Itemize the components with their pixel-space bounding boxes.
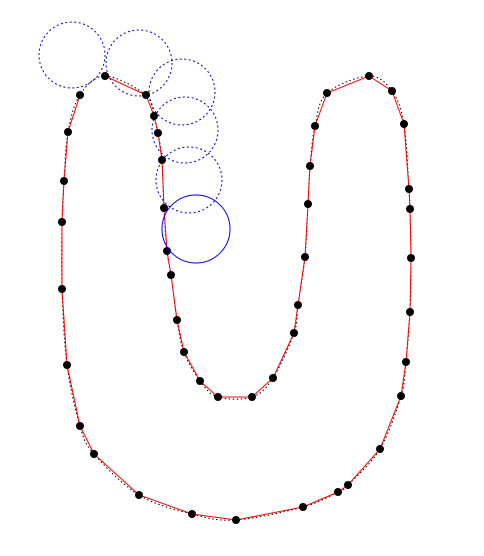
vertex-point xyxy=(388,87,396,95)
vertex-point xyxy=(407,254,415,262)
vertex-point xyxy=(376,445,384,453)
trail-circle xyxy=(155,146,223,214)
red-polyline xyxy=(61,75,412,521)
vertex-point xyxy=(167,271,175,279)
vertex-point xyxy=(344,481,352,489)
trail-circle xyxy=(151,96,219,164)
vertex-point xyxy=(248,393,256,401)
vertex-point xyxy=(334,488,342,496)
vertex-point xyxy=(406,308,414,316)
vertex-point xyxy=(173,316,181,324)
vertex-points xyxy=(58,72,415,524)
vertex-point xyxy=(294,301,302,309)
vertex-point xyxy=(63,361,71,369)
trail-circles xyxy=(38,21,223,214)
vertex-point xyxy=(64,128,72,136)
vertex-point xyxy=(299,503,307,511)
vertex-point xyxy=(365,72,373,80)
vertex-point xyxy=(58,218,66,226)
vertex-point xyxy=(150,112,158,120)
trail-circle xyxy=(148,58,216,126)
vertex-point xyxy=(188,510,196,518)
vertex-point xyxy=(76,422,84,430)
vertex-point xyxy=(58,285,66,293)
vertex-point xyxy=(135,491,143,499)
trail-circle xyxy=(38,21,106,89)
active-circle xyxy=(161,194,231,264)
dotted-smooth-curve xyxy=(61,75,412,521)
vertex-point xyxy=(301,253,309,261)
vertex-point xyxy=(290,329,298,337)
vertex-point xyxy=(402,358,410,366)
trail-circle xyxy=(105,29,173,97)
vertex-point xyxy=(400,120,408,128)
vertex-point xyxy=(304,200,312,208)
vertex-point xyxy=(306,162,314,170)
vertex-point xyxy=(90,450,98,458)
vertex-point xyxy=(406,205,414,213)
vertex-point xyxy=(154,129,162,137)
vertex-point xyxy=(60,177,68,185)
vertex-point xyxy=(142,91,150,99)
vertex-point xyxy=(196,377,204,385)
vertex-point xyxy=(232,516,240,524)
vertex-point xyxy=(269,374,277,382)
vertex-point xyxy=(101,72,109,80)
vertex-point xyxy=(311,122,319,130)
vertex-point xyxy=(180,348,188,356)
vertex-point xyxy=(405,185,413,193)
vertex-point xyxy=(323,89,331,97)
vertex-point xyxy=(76,91,84,99)
active-circle-layer xyxy=(161,194,231,264)
vertex-point xyxy=(160,204,168,212)
vertex-point xyxy=(214,393,222,401)
vertex-point xyxy=(158,156,166,164)
vertex-point xyxy=(397,392,405,400)
